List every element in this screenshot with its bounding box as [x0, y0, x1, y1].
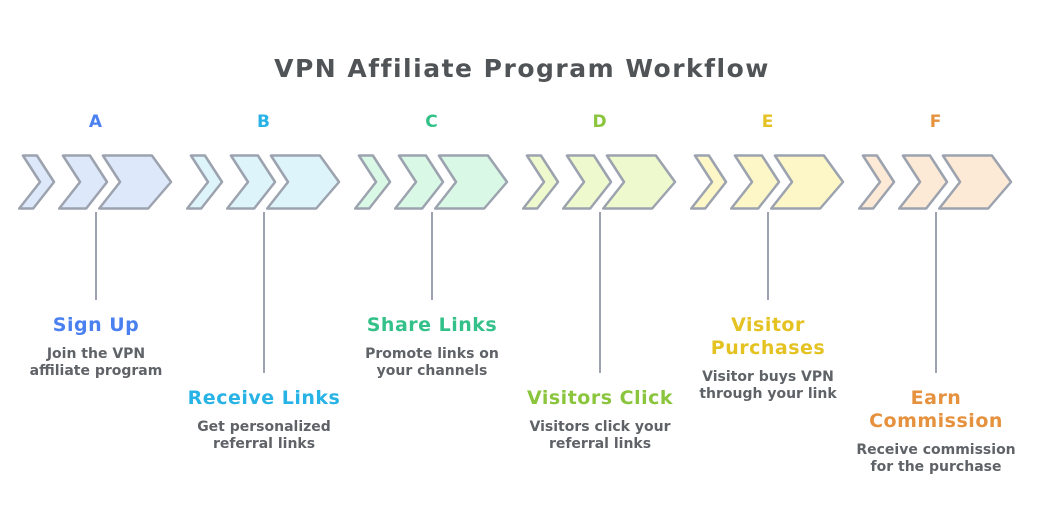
stage-letter: B: [257, 112, 271, 132]
chevron-medium-icon: [729, 154, 781, 210]
chevron-small-icon: [354, 154, 392, 210]
stage-letter: E: [761, 112, 775, 132]
chevron-small-icon: [186, 154, 224, 210]
chevron-large-icon: [433, 154, 509, 210]
stage-label: Sign Up Join the VPN affiliate program: [0, 314, 201, 380]
chevron-small-icon: [690, 154, 728, 210]
stage-letter: F: [929, 112, 943, 132]
stage-description: Receive commission for the purchase: [856, 442, 1016, 475]
stage-description: Visitor buys VPN through your link: [699, 369, 837, 402]
connector-line: [935, 212, 937, 373]
stage-label: Visitors Click Visitors click your refer…: [495, 387, 705, 453]
stage-chevron-arrows: [858, 154, 1013, 210]
chevron-small-icon: [18, 154, 56, 210]
stage-title: Receive Links: [187, 387, 341, 409]
connector-line: [95, 212, 97, 300]
chevron-small-icon: [522, 154, 560, 210]
stage-label: Share Links Promote links on your channe…: [327, 314, 537, 380]
stage-title: Earn Commission: [869, 387, 1003, 432]
stage-title: Sign Up: [52, 314, 140, 336]
chevron-medium-icon: [897, 154, 949, 210]
connector-line: [767, 212, 769, 300]
chevron-medium-icon: [225, 154, 277, 210]
chevron-small-icon: [858, 154, 896, 210]
stage-description: Get personalized referral links: [197, 419, 331, 452]
stage-label: Receive Links Get personalized referral …: [159, 387, 369, 453]
connector-line: [599, 212, 601, 373]
stage-description: Visitors click your referral links: [529, 419, 671, 452]
stage-label: Visitor Purchases Visitor buys VPN throu…: [663, 314, 873, 403]
stage-column: E Visitor Purchases Visitor buys VPN thr…: [684, 108, 852, 508]
stage-column: C Share Links Promote links on your chan…: [348, 108, 516, 508]
stage-title: Share Links: [366, 314, 498, 336]
stage-column: B Receive Links Get personalized referra…: [180, 108, 348, 508]
connector-line: [263, 212, 265, 373]
stage-letter: A: [88, 112, 104, 132]
chevron-large-icon: [265, 154, 341, 210]
stage-chevron-arrows: [18, 154, 173, 210]
stage-column: D Visitors Click Visitors click your ref…: [516, 108, 684, 508]
chevron-large-icon: [97, 154, 173, 210]
stage-title: Visitors Click: [526, 387, 673, 409]
connector-line: [431, 212, 433, 300]
chevron-medium-icon: [561, 154, 613, 210]
chevron-medium-icon: [57, 154, 109, 210]
stage-letter: D: [592, 112, 608, 132]
stage-label: Earn Commission Receive commission for t…: [831, 387, 1041, 476]
chevron-large-icon: [769, 154, 845, 210]
chevron-medium-icon: [393, 154, 445, 210]
diagram-title: VPN Affiliate Program Workflow: [274, 54, 770, 83]
stage-column: F Earn Commission Receive commission for…: [852, 108, 1020, 508]
stage-letter: C: [425, 112, 439, 132]
stage-chevron-arrows: [186, 154, 341, 210]
stage-description: Join the VPN affiliate program: [29, 346, 163, 379]
stage-chevron-arrows: [690, 154, 845, 210]
stage-column: A Sign Up Join the VPN affiliate program: [12, 108, 180, 508]
chevron-large-icon: [601, 154, 677, 210]
stage-description: Promote links on your channels: [365, 346, 499, 379]
chevron-large-icon: [937, 154, 1013, 210]
stage-title: Visitor Purchases: [710, 314, 826, 359]
stage-chevron-arrows: [354, 154, 509, 210]
stage-chevron-arrows: [522, 154, 677, 210]
